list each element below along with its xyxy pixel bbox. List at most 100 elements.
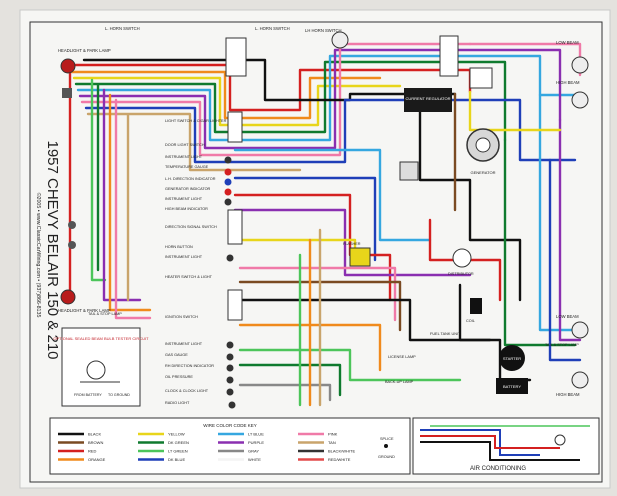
legend-entry-label: LT BLUE xyxy=(248,432,264,437)
flasher-icon xyxy=(349,247,371,267)
wire-dkblue-dash xyxy=(233,176,377,262)
tester-bulb-icon xyxy=(86,360,106,380)
title-main: 1957 CHEVY BELAIR 150 & 210 xyxy=(44,140,61,359)
direction-switch-block xyxy=(227,209,243,245)
horn-lh-icon xyxy=(62,88,72,98)
ac-wire-blue xyxy=(420,429,540,456)
headlight-lh-icon xyxy=(60,58,76,74)
wire-ltblue-top xyxy=(76,54,577,142)
current-regulator-icon xyxy=(404,88,452,112)
high-beam-rh-top-icon xyxy=(571,91,589,109)
dash-label-column: LIGHT SWITCH & CIGAR LIGHTER DOOR LIGHT … xyxy=(105,26,342,405)
headlight-lh-bottom-icon xyxy=(60,289,76,305)
paper xyxy=(19,9,611,489)
wire-tan-top xyxy=(86,112,302,172)
wire-ltblue-dash xyxy=(233,148,432,242)
label-high-beam-top: HIGH BEAM xyxy=(556,80,580,85)
ac-wire-black xyxy=(420,441,580,461)
ac-box xyxy=(412,417,600,475)
label-instrument-light-3: INSTRUMENT LIGHT xyxy=(165,255,203,259)
label-clock-light: CLOCK & CLOCK LIGHT xyxy=(165,389,209,393)
wire-ltgreen-dash xyxy=(238,348,462,382)
gas-gauge-lamp xyxy=(226,353,234,361)
label-radio-light: RADIO LIGHT xyxy=(165,401,190,405)
label-headlight-lh-bottom: HEADLIGHT & PARK LAMP xyxy=(58,308,111,313)
label-back-up: BACK-UP LAMP xyxy=(385,380,414,384)
label-horn-button: HORN BUTTON xyxy=(165,245,193,249)
tester-note-1: FROM BATTERY xyxy=(74,393,102,397)
fuse-block xyxy=(439,35,459,77)
engine-components: CURRENT REGULATOR GENERATOR STARTER BATT… xyxy=(331,31,528,394)
wire-yellow-right xyxy=(468,90,562,132)
label-tail-lamp-lh: TAIL & STOP LAMP xyxy=(88,312,122,316)
starter-icon xyxy=(499,345,525,371)
voltage-unit-icon xyxy=(399,161,419,181)
label-lh-horn-switch: LH HORN SWITCH xyxy=(305,28,342,33)
label-l-horn-switch-2: L. HORN SWITCH xyxy=(255,26,290,31)
tester-inset: OPTIONAL SEALED BEAM BULB TESTER CIRCUIT… xyxy=(53,327,149,407)
temp-lamp xyxy=(224,168,232,176)
engine-labels: FLASHER COIL DISTRIBUTOR FUEL TANK UNIT … xyxy=(88,242,579,384)
legend-entry-label: GRAY xyxy=(248,449,259,454)
wire-dkgreen-top xyxy=(74,60,507,142)
legend-ground-label: GROUND xyxy=(378,455,395,459)
label-instrument-light: INSTRUMENT LIGHT xyxy=(165,155,203,159)
title-block: 1957 CHEVY BELAIR 150 & 210 ©2005 • www.… xyxy=(35,140,61,359)
tail-lamp-rh-icon xyxy=(571,321,589,339)
wire-pink-top xyxy=(80,42,472,157)
bulkhead-connector-top xyxy=(225,37,247,77)
label-high-beam-br: HIGH BEAM xyxy=(556,392,580,397)
legend-entry-label: PURPLE xyxy=(248,440,264,445)
ignition-switch-block xyxy=(227,289,243,321)
label-ignition-switch: IGNITION SWITCH xyxy=(165,315,198,319)
label-high-beam-indicator: HIGH BEAM INDICATOR xyxy=(165,207,208,211)
label-light-switch: LIGHT SWITCH & CIGAR LIGHTER xyxy=(165,119,227,123)
wire-black-dash xyxy=(238,298,492,342)
low-beam-rh-top-icon xyxy=(571,56,589,74)
wiper-motor-icon xyxy=(331,31,349,49)
label-flasher: FLASHER xyxy=(343,242,361,246)
legend-entry-label: BROWN xyxy=(88,440,103,445)
label-starter: STARTER xyxy=(503,356,521,361)
wire-black-engine xyxy=(418,108,522,302)
lh-indicator-lamp xyxy=(224,178,232,186)
title-sub: ©2005 • www.ClassicCarWiring.com • (937)… xyxy=(35,193,42,318)
gen-indicator-lamp xyxy=(224,188,232,196)
distributor-icon xyxy=(452,248,472,268)
legend-splice-label: SPLICE xyxy=(380,437,394,441)
label-fuel-tank: FUEL TANK UNIT xyxy=(430,332,461,336)
label-distributor: DISTRIBUTOR xyxy=(448,272,474,276)
label-low-beam-top: LOW BEAM xyxy=(556,40,579,45)
legend-entry-label: TAN xyxy=(328,440,336,445)
wire-orange-top xyxy=(70,70,382,120)
label-l-horn-switch: L. HORN SWITCH xyxy=(105,26,140,31)
ac-title: AIR CONDITIONING xyxy=(470,466,526,472)
park-lamp-lh2-icon xyxy=(68,241,76,249)
wire-dkblue-top xyxy=(84,98,577,164)
legend-entry-label: WHITE xyxy=(248,457,261,462)
legend-title: WIRE COLOR CODE KEY xyxy=(203,423,257,428)
wire-purple-dash xyxy=(233,208,472,277)
legend-entry-label: DK GREEN xyxy=(168,440,189,445)
label-coil: COIL xyxy=(466,319,475,323)
clock-lamp xyxy=(226,388,234,396)
label-door-light-switch: DOOR LIGHT SWITCH xyxy=(165,143,205,147)
legend-entry-label: DK BLUE xyxy=(168,457,185,462)
legend-box xyxy=(49,417,411,475)
wire-orange-left xyxy=(108,93,152,312)
wire-brown-dash xyxy=(238,280,402,332)
label-low-beam-br: LOW BEAM xyxy=(556,314,579,319)
label-license-lamp: LICENSE LAMP xyxy=(388,355,416,359)
label-current-regulator: CURRENT REGULATOR xyxy=(405,96,450,101)
wire-ltblue-right xyxy=(538,93,577,332)
connector-blocks xyxy=(225,35,493,321)
wire-orange-dash xyxy=(238,323,382,372)
legend-entry-label: RED/WHITE xyxy=(328,457,351,462)
splice-icon xyxy=(384,444,388,448)
wire-dkblue-right xyxy=(548,158,582,362)
label-generator-indicator: GENERATOR INDICATOR xyxy=(165,187,211,191)
wire-pink-left xyxy=(114,98,152,320)
wire-dkgreen-right xyxy=(503,138,577,347)
